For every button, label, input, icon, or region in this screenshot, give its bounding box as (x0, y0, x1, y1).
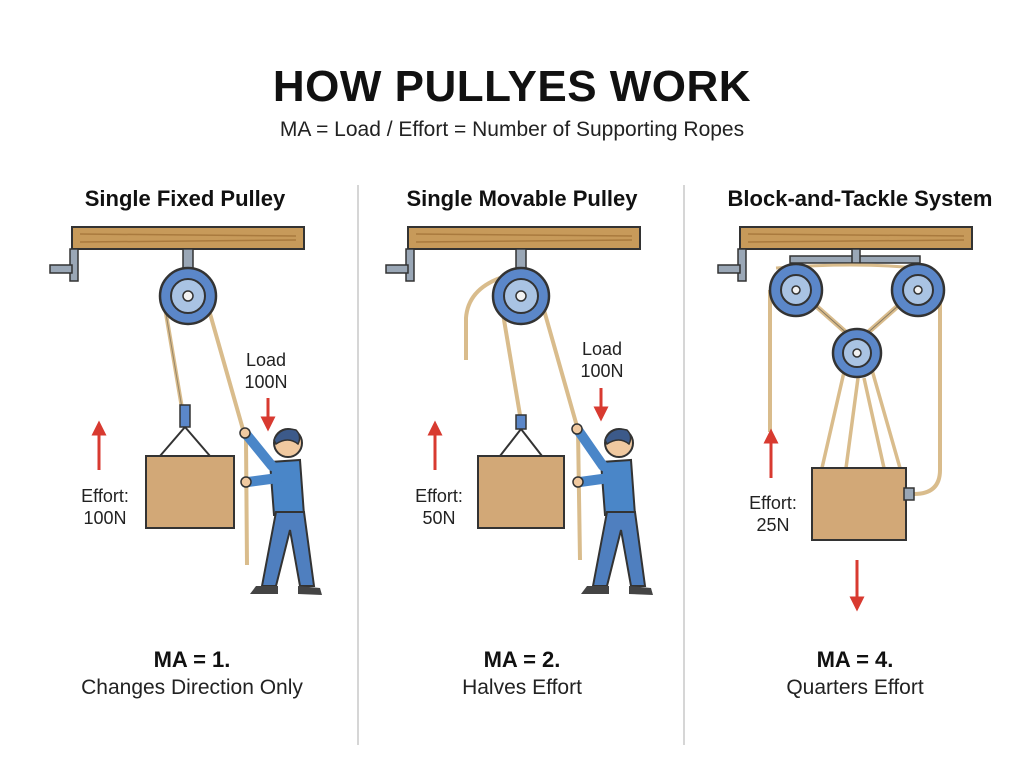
load-label-text-2: Load (581, 339, 623, 359)
effort-label-1: Effort: 100N (70, 485, 140, 529)
effort-label-2: Effort: 50N (404, 485, 474, 529)
diagram-subtitle: MA = Load / Effort = Number of Supportin… (279, 118, 745, 141)
fixed-pulley-wheel (158, 266, 218, 326)
person-pulling-1 (239, 427, 322, 595)
lower-pulley-wheel (831, 327, 883, 379)
load-box-2 (477, 455, 565, 529)
load-box-3 (811, 467, 907, 541)
ceiling-beam-3 (739, 226, 973, 250)
ma-value-3: MA = 4. (816, 647, 894, 672)
load-value-2: 100N (580, 361, 624, 381)
ma-value-1: MA = 1. (153, 647, 231, 672)
effort-label-text-3: Effort: (749, 493, 797, 513)
wall-bracket-2 (385, 248, 415, 282)
load-box-1 (145, 455, 235, 529)
ma-value-2: MA = 2. (483, 647, 561, 672)
rope-left-1 (161, 295, 186, 421)
rope-effort-3 (913, 290, 942, 496)
load-label-text-1: Load (245, 350, 287, 370)
effort-label-text-2: Effort: (415, 486, 463, 506)
panel-title-fixed: Single Fixed Pulley (84, 186, 286, 211)
load-value-1: 100N (244, 372, 288, 392)
description-1: Changes Direction Only (81, 676, 303, 699)
top-right-pulley-wheel (890, 262, 946, 318)
ceiling-beam-1 (71, 226, 305, 250)
diagram-title: HOW PULLYES WORK (272, 62, 752, 111)
effort-value-1: 100N (83, 508, 127, 528)
load-label-1: Load 100N (236, 349, 296, 393)
effort-value-3: 25N (756, 515, 790, 535)
ceiling-beam-2 (407, 226, 641, 250)
description-2: Halves Effort (462, 676, 582, 699)
wall-bracket-3 (717, 248, 747, 282)
load-label-2: Load 100N (572, 338, 632, 382)
effort-label-text-1: Effort: (81, 486, 129, 506)
wall-bracket-1 (49, 248, 79, 282)
panel-block-tackle-scene (717, 226, 973, 612)
effort-label-3: Effort: 25N (738, 492, 808, 536)
panel-fixed-pulley-scene (49, 226, 322, 595)
panel-title-block-tackle: Block-and-Tackle System (727, 186, 993, 211)
rope-to-box-3 (820, 369, 902, 469)
divider-left (357, 185, 359, 745)
effort-value-2: 50N (422, 508, 456, 528)
person-pulling-2 (571, 423, 653, 595)
description-3: Quarters Effort (786, 676, 924, 699)
divider-right (683, 185, 685, 745)
top-left-pulley-wheel (768, 262, 824, 318)
movable-pulley-wheel (491, 266, 551, 326)
rope-hook-2 (464, 276, 501, 360)
panel-title-movable: Single Movable Pulley (406, 186, 638, 211)
panel-movable-pulley-scene (385, 226, 653, 595)
